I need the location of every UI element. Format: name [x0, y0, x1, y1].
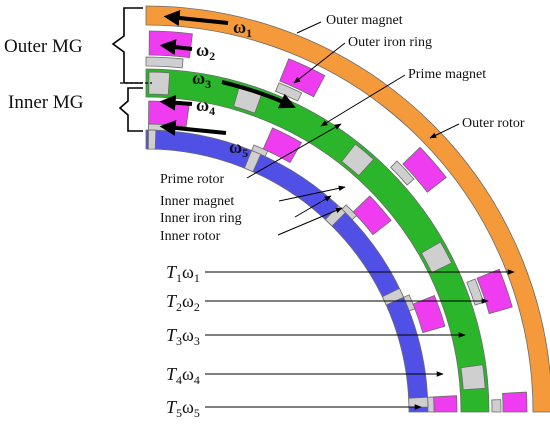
outer-magnet-label: Outer magnet — [326, 13, 403, 28]
t5w5-label: T5ω5 — [166, 397, 200, 420]
inner-magnet-leader — [278, 185, 346, 202]
inner-rotor-ring — [145, 129, 429, 413]
t1w1-label: T1ω1 — [166, 262, 200, 285]
t3w3-label: T3ω3 — [166, 325, 200, 348]
outer-iron-ring-label: Outer iron ring — [348, 35, 432, 50]
inner-iron-segment — [403, 294, 416, 312]
inner-rotor-label: Inner rotor — [160, 229, 221, 244]
callouts — [246, 21, 460, 236]
inner-magnet-label: Inner magnet — [160, 194, 234, 209]
outer-iron-ring-leader — [293, 42, 346, 84]
prime-iron-slot — [420, 241, 453, 274]
w2-label: ω2 — [196, 40, 215, 63]
outer-magnet-leader — [296, 21, 322, 34]
rotor-parts — [145, 30, 528, 413]
w4-arrow — [159, 94, 193, 111]
inner-iron-segment — [427, 396, 435, 413]
outer-iron-segment — [466, 278, 485, 306]
w1-arrow — [163, 10, 229, 26]
w1-label: ω1 — [233, 17, 252, 40]
prime-rotor-label: Prime rotor — [160, 172, 224, 187]
prime-magnet-label: Prime magnet — [408, 67, 486, 82]
inner-rotor-leader — [277, 207, 343, 236]
t4w4-label: T4ω4 — [166, 364, 200, 387]
outer-rotor-leader — [429, 123, 460, 139]
inner-rotor-slot — [244, 150, 262, 173]
prime-rotor-leader — [246, 123, 342, 179]
w3-label: ω3 — [192, 68, 211, 91]
w2-arrow — [159, 39, 193, 56]
inner-iron-ring-label: Inner iron ring — [160, 211, 242, 226]
prime-iron-slot — [341, 143, 375, 177]
outer-magnet — [502, 391, 528, 413]
outer-mg-brace — [111, 7, 143, 84]
outer-mg-label: Outer MG — [4, 36, 83, 57]
outer-magnet — [279, 58, 326, 98]
outer-rotor-label: Outer rotor — [462, 116, 525, 131]
outer-magnet — [402, 146, 447, 193]
inner-rotor-slot — [408, 396, 429, 408]
outer-magnet — [476, 268, 513, 315]
outer-magnet — [148, 30, 193, 59]
outer-iron-segment — [145, 56, 184, 69]
w3-arrow — [221, 80, 296, 109]
w4-label: ω4 — [196, 95, 215, 118]
prime-iron-slot — [460, 364, 486, 391]
inner-mg-brace — [118, 87, 143, 132]
prime-magnet-leader — [320, 74, 406, 127]
w5-label: ω5 — [229, 137, 248, 160]
inner-iron-ring-leader — [294, 195, 332, 218]
outer-rotor-ring — [145, 5, 550, 413]
w5-arrow — [159, 119, 227, 136]
outer-iron-segment — [491, 399, 502, 413]
torque-arrows — [205, 269, 515, 410]
inner-magnet — [433, 395, 458, 413]
t2w2-label: T2ω2 — [166, 291, 200, 314]
inner-rotor-slot — [147, 129, 157, 150]
inner-mg-label: Inner MG — [8, 92, 84, 113]
omega-arrows — [159, 10, 296, 136]
outer-iron-segment — [390, 160, 415, 186]
